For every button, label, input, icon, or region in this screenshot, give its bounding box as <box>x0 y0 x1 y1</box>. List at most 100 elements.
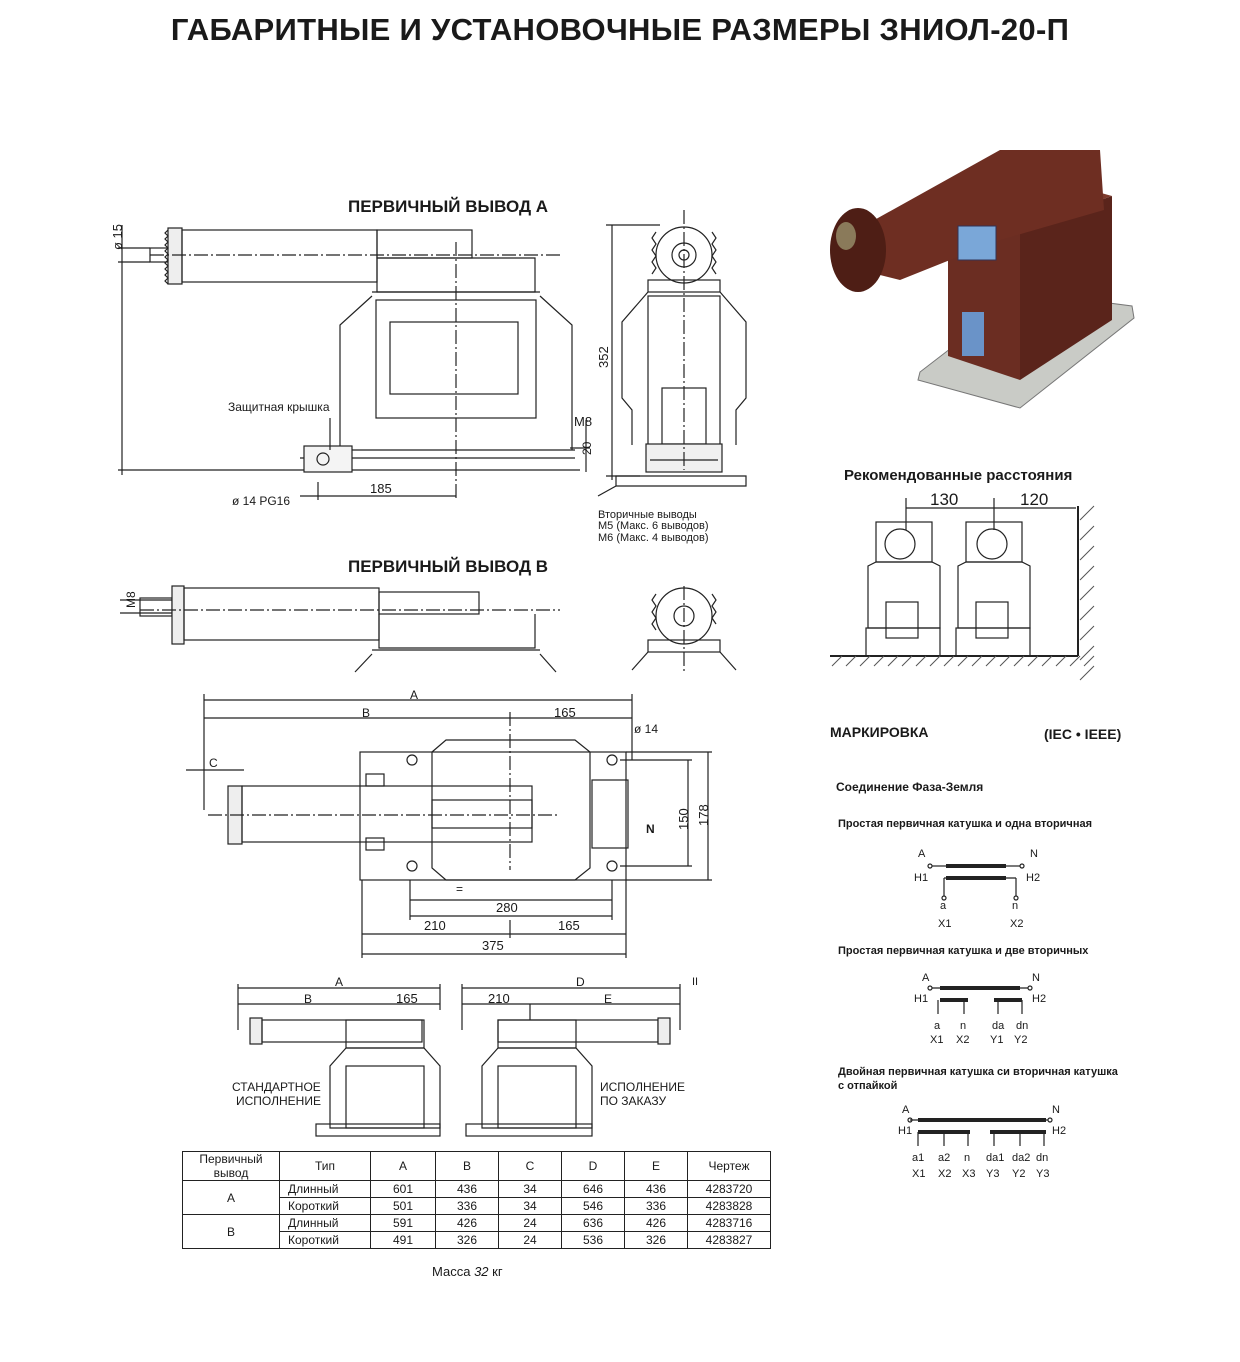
variant-left-a: A <box>335 975 344 989</box>
variant-right-d: D <box>576 975 585 989</box>
secondary-m6: M6 (Макс. 4 выводов) <box>598 532 709 544</box>
s3-term: a1 <box>912 1152 925 1164</box>
s1-h1-label: H1 <box>914 872 929 884</box>
section-a-title: ПЕРВИЧНЫЙ ВЫВОД А <box>348 197 549 216</box>
type-cell: Короткий <box>279 1197 371 1215</box>
terminal-cell: A <box>182 1180 280 1215</box>
plan-eq-mark: = <box>456 882 464 896</box>
s2-n-label: N <box>1032 972 1040 984</box>
plan-dim-165: 165 <box>558 918 580 933</box>
cell-c: 24 <box>498 1214 562 1232</box>
s1-term-a: a <box>940 900 947 912</box>
s1-x1: X1 <box>938 918 952 930</box>
plan-neutral-mark: N <box>646 822 655 836</box>
marking-standard: (IEC • IEEE) <box>1044 726 1122 742</box>
marking-s1-title: Простая первичная катушка и одна вторичн… <box>838 818 1092 830</box>
type-cell: Короткий <box>279 1231 371 1249</box>
dimension-table: Первичный вывод Тип A B C D E Чертеж A Д… <box>182 1151 771 1249</box>
table-header: C <box>498 1151 562 1181</box>
marking-s3-title-1: Двойная первичная катушка си вторичная к… <box>838 1066 1118 1078</box>
table-header: D <box>561 1151 625 1181</box>
s2-term: a <box>934 1020 941 1032</box>
marking-s3-title-2: с отпайкой <box>838 1080 898 1092</box>
s2-term: dn <box>1016 1020 1029 1032</box>
variant-right-210: 210 <box>488 991 510 1006</box>
cell-drawing: 4283716 <box>687 1214 771 1232</box>
cell-b: 336 <box>435 1197 499 1215</box>
cell-e: 436 <box>624 1180 688 1198</box>
table-row: A Длинный 601 436 34 646 436 4283720 <box>182 1180 771 1215</box>
cell-a: 501 <box>370 1197 436 1215</box>
s3-h1-label: H1 <box>898 1125 913 1137</box>
cell-b: 436 <box>435 1180 499 1198</box>
cell-b: 426 <box>435 1214 499 1232</box>
s1-a-label: A <box>918 848 926 860</box>
table-header: Тип <box>279 1151 371 1181</box>
s2-term: n <box>960 1020 967 1032</box>
recommended-d2: 120 <box>1020 490 1049 509</box>
marking-s2-title: Простая первичная катушка и две вторичны… <box>838 945 1089 957</box>
s2-label: X2 <box>956 1034 970 1046</box>
variant-left-b: B <box>304 992 313 1006</box>
s3-label: Y3 <box>1036 1168 1050 1180</box>
dia14-pg16-label: ø 14 PG16 <box>232 494 291 508</box>
cell-c: 34 <box>498 1197 562 1215</box>
cell-c: 24 <box>498 1231 562 1249</box>
variant-standard-caption-1: СТАНДАРТНОЕ <box>232 1080 321 1094</box>
cell-drawing: 4283720 <box>687 1180 771 1198</box>
s3-term: da2 <box>1012 1152 1031 1164</box>
s1-term-n: n <box>1012 900 1019 912</box>
cell-d: 536 <box>561 1231 625 1249</box>
s3-n-label: N <box>1052 1104 1060 1116</box>
cell-b: 326 <box>435 1231 499 1249</box>
secondary-terminals-title: Вторичные выводы <box>598 509 697 521</box>
cell-e: 426 <box>624 1214 688 1232</box>
cell-d: 636 <box>561 1214 625 1232</box>
s2-h1-label: H1 <box>914 993 929 1005</box>
s2-label: X1 <box>930 1034 944 1046</box>
mass-value: 32 <box>474 1264 489 1279</box>
recommended-title: Рекомендованные расстояния <box>844 467 1073 484</box>
s3-term: a2 <box>938 1152 951 1164</box>
cell-c: 34 <box>498 1180 562 1198</box>
dim-185: 185 <box>370 481 392 496</box>
table-header: Чертеж <box>687 1151 771 1181</box>
table-header: E <box>624 1151 688 1181</box>
marking-title: МАРКИРОВКА <box>830 724 929 740</box>
s3-label: X3 <box>962 1168 976 1180</box>
plan-dim-375: 375 <box>482 938 504 953</box>
type-cell: Длинный <box>279 1214 371 1232</box>
plan-dia14: ø 14 <box>634 722 659 736</box>
page-title: ГАБАРИТНЫЕ И УСТАНОВОЧНЫЕ РАЗМЕРЫ ЗНИОЛ-… <box>170 12 1070 47</box>
s2-a-label: A <box>922 972 930 984</box>
plan-dim-b: B <box>362 706 371 720</box>
table-header: A <box>370 1151 436 1181</box>
plan-dim-a: A <box>410 688 419 702</box>
variant-right-mark: II <box>692 976 699 988</box>
s3-label: Y3 <box>986 1168 1000 1180</box>
plan-dim-280: 280 <box>496 900 518 915</box>
cell-drawing: 4283827 <box>687 1231 771 1249</box>
s2-h2-label: H2 <box>1032 993 1047 1005</box>
plan-dim-c: C <box>209 756 218 770</box>
s3-h2-label: H2 <box>1052 1125 1067 1137</box>
variant-standard-caption-2: ИСПОЛНЕНИЕ <box>236 1094 321 1108</box>
mass-unit: кг <box>492 1264 503 1279</box>
s3-term: da1 <box>986 1152 1005 1164</box>
plan-dim-165-top: 165 <box>554 705 576 720</box>
s3-term: n <box>964 1152 971 1164</box>
mass-label: Масса <box>432 1264 471 1279</box>
table-header-row: Первичный вывод Тип A B C D E Чертеж <box>182 1151 771 1181</box>
variant-left-165: 165 <box>396 991 418 1006</box>
s3-label: X1 <box>912 1168 926 1180</box>
table-header: B <box>435 1151 499 1181</box>
marking-connection: Соединение Фаза-Земля <box>836 780 984 794</box>
plan-dim-210: 210 <box>424 918 446 933</box>
table-header: Первичный вывод <box>182 1151 280 1181</box>
section-b-title: ПЕРВИЧНЫЙ ВЫВОД В <box>348 557 549 576</box>
s1-x2: X2 <box>1010 918 1024 930</box>
s2-label: Y2 <box>1014 1034 1028 1046</box>
m8-label-a: M8 <box>574 414 593 429</box>
table-row: Короткий 491 326 24 536 326 4283827 <box>183 1231 771 1249</box>
